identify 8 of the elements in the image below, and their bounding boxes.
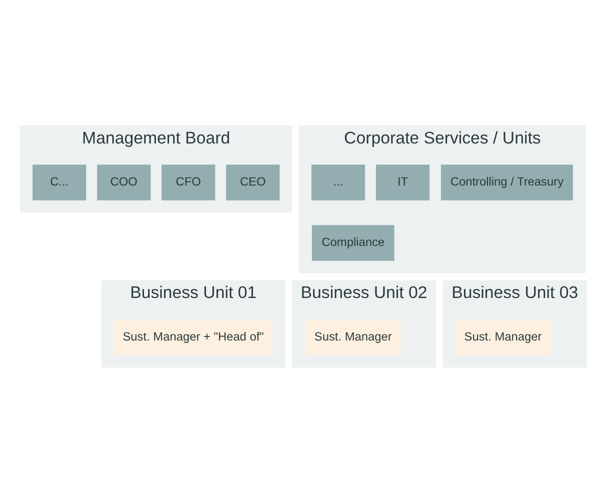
node-box: ... xyxy=(311,164,366,200)
node-box: IT xyxy=(376,164,430,200)
node-box: C... xyxy=(32,164,86,200)
node-box: COO xyxy=(97,164,151,200)
node-box: CEO xyxy=(226,164,280,200)
node-box: Controlling / Treasury xyxy=(440,164,573,200)
node-box: CFO xyxy=(162,164,216,200)
node-box: Compliance xyxy=(312,225,394,261)
